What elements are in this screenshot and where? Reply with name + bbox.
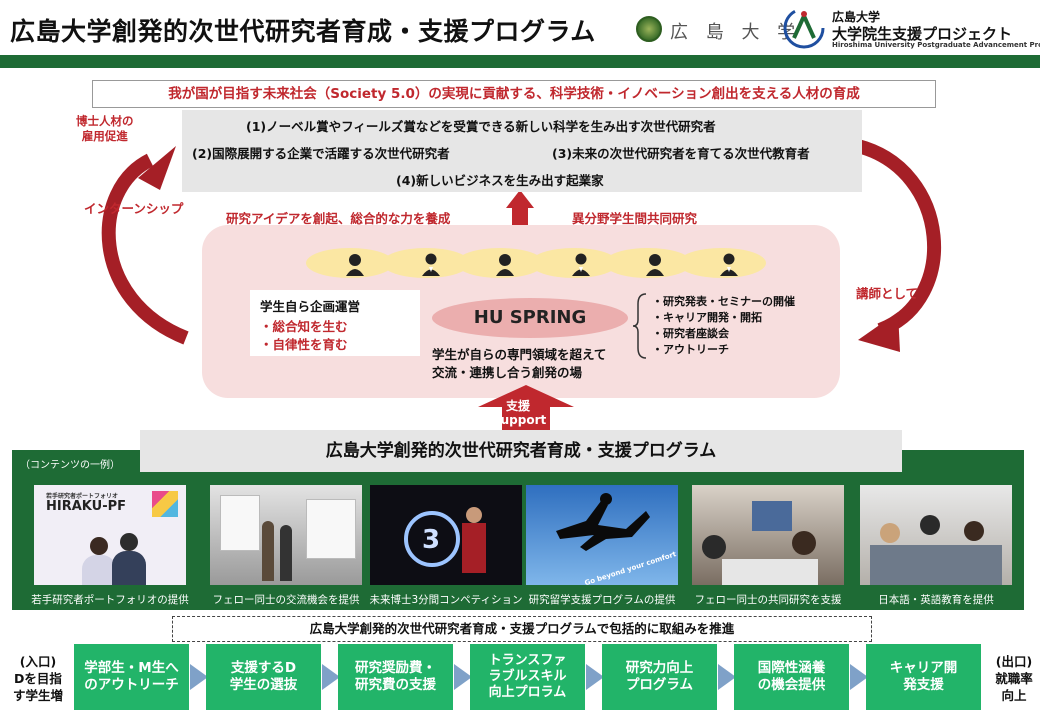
goals-box — [182, 110, 862, 192]
support-label-en: Support — [492, 413, 547, 427]
self-management-title: 学生自ら企画運営 — [260, 299, 361, 314]
header-divider — [0, 55, 1040, 68]
student-bubble — [678, 248, 766, 278]
photo-jumping-silhouette: Go beyond your comfort zone! — [526, 485, 678, 585]
vision-banner: 我が国が目指す未来社会（Society 5.0）の実現に貢献する、科学技術・イノ… — [92, 80, 936, 108]
program-title-bar: 広島大学創発的次世代研究者育成・支援プログラム — [140, 430, 902, 472]
student-female-icon — [646, 254, 664, 276]
contents-label: （コンテンツの一例） — [20, 460, 120, 471]
support-label-jp: 支援 — [506, 399, 531, 413]
research-idea-label: 研究アイデアを創起、総合的な力を養成 — [226, 211, 451, 226]
exit-label: (出口) 就職率 向上 — [995, 654, 1033, 703]
flow-arrow-icon — [586, 664, 604, 690]
university-seal-icon — [636, 16, 662, 42]
student-female-icon — [346, 254, 364, 276]
interdisciplinary-label: 異分野学生間共同研究 — [572, 211, 698, 226]
goal-4: (4)新しいビジネスを生み出す起業家 — [396, 173, 604, 188]
photo-stage-speaker: 3 — [370, 485, 522, 585]
internship-label: インターンシップ — [84, 201, 184, 216]
photo-group-laptops — [692, 485, 844, 585]
project-logo-icon — [783, 7, 825, 49]
flow-arrow-icon — [190, 664, 208, 690]
cycle-arrows — [101, 139, 942, 352]
student-male-icon — [572, 253, 590, 276]
flow-arrow-icon — [322, 664, 340, 690]
entrance-label: (入口) Dを目指 す学生増 — [12, 654, 63, 703]
student-female-icon — [496, 254, 514, 276]
curly-brace-icon — [632, 293, 647, 359]
left-arrow-head-icon — [138, 146, 176, 190]
student-bubble — [604, 248, 692, 278]
student-male-icon — [720, 253, 738, 276]
project-name-line1: 広島大学 — [832, 10, 881, 24]
flow-step-outreach: 学部生・M生へのアウトリーチ — [74, 644, 189, 710]
caption: 研究留学支援プログラムの提供 — [528, 594, 676, 606]
self-item-2: ・自律性を育む — [260, 337, 348, 352]
caption: 日本語・英語教育を提供 — [878, 594, 994, 606]
photo-classroom — [860, 485, 1012, 585]
flow-heading: 広島大学創発的次世代研究者育成・支援プログラムで包括的に取組みを推進 — [172, 616, 872, 642]
goal-3: (3)未来の次世代研究者を育てる次世代教育者 — [552, 146, 810, 161]
page-title: 広島大学創発的次世代研究者育成・支援プログラム — [10, 17, 596, 46]
student-male-icon — [422, 253, 440, 276]
activity-item: ・研究者座談会 — [652, 326, 729, 340]
photo-poster-session — [210, 485, 362, 585]
photo-hiraku-pf: 若手研究者ポートフォリオ HIRAKU-PF — [34, 485, 186, 585]
flow-step-international: 国際性涵養の機会提供 — [734, 644, 849, 710]
self-item-1: ・総合知を生む — [260, 319, 348, 334]
right-arrow-head-icon — [858, 312, 900, 352]
activity-item: ・キャリア開発・開拓 — [652, 310, 762, 324]
flow-step-career: キャリア開発支援 — [866, 644, 981, 710]
caption: 若手研究者ポートフォリオの提供 — [31, 594, 189, 606]
activity-list: ・研究発表・セミナーの開催 ・キャリア開発・開拓 ・研究者座談会 ・アウトリーチ — [652, 294, 795, 358]
goal-1: (1)ノーベル賞やフィールズ賞などを受賞できる新しい科学を生み出す次世代研究者 — [246, 119, 716, 134]
self-management-box — [250, 290, 420, 356]
flow-step-funding: 研究奨励費・研究費の支援 — [338, 644, 453, 710]
employment-label: 博士人材の 雇用促進 — [76, 114, 134, 143]
flow-arrow-icon — [718, 664, 736, 690]
student-bubble — [530, 248, 618, 278]
activity-item: ・研究発表・セミナーの開催 — [652, 295, 795, 308]
flow-step-research-skills: 研究力向上プログラム — [602, 644, 717, 710]
project-name-en: Hiroshima University Postgraduate Advanc… — [832, 41, 1040, 49]
flow-step-transferable-skills: トランスファラブルスキル向上プロラム — [470, 644, 585, 710]
hu-spring-label: HU SPRING — [432, 298, 628, 338]
project-name-line2: 大学院生支援プロジェクト — [832, 25, 1013, 43]
activity-item: ・アウトリーチ — [652, 342, 729, 356]
caption: フェロー同士の共同研究を支援 — [694, 594, 842, 606]
university-name: 広 島 大 学 — [670, 22, 802, 43]
goal-2: (2)国際展開する企業で活躍する次世代研究者 — [192, 146, 450, 161]
flow-arrow-icon — [454, 664, 472, 690]
flow-arrow-icon — [850, 664, 868, 690]
spring-description: 学生が自らの専門領域を超えて 交流・連携し合う創発の場 — [432, 347, 607, 381]
lecturer-label: 講師として — [856, 286, 919, 301]
caption: フェロー同士の交流機会を提供 — [212, 594, 360, 606]
caption: 未来博士3分間コンペティション — [369, 594, 523, 606]
support-arrow-icon — [478, 385, 574, 431]
